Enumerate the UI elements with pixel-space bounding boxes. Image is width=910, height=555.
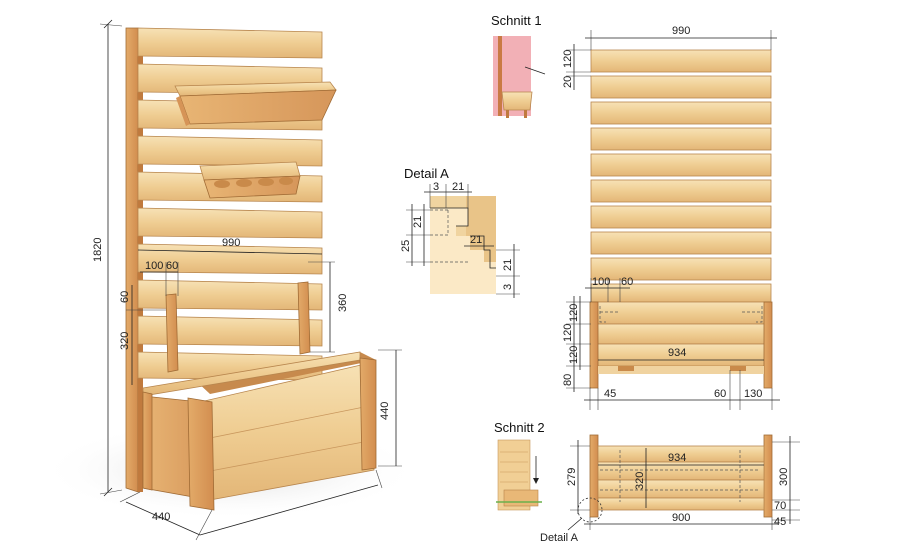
dim-depth-440: 440: [152, 511, 170, 523]
trellis-post: [125, 27, 139, 493]
front-dim-45: 45: [604, 388, 616, 400]
front-elevation: 990 120 20 100 60 120 120 120 80 934: [562, 25, 780, 410]
dim-right-360: 360: [337, 294, 349, 312]
dim-width-990: 990: [222, 237, 240, 249]
front-dim-60-bottom: 60: [714, 388, 726, 400]
section-2: Schnitt 2: [494, 420, 545, 511]
detail-dim-3-top: 3: [433, 181, 439, 193]
section-1: Schnitt 1: [491, 13, 546, 118]
plan-dim-279: 279: [566, 468, 578, 486]
front-dim-60: 60: [621, 276, 633, 288]
perspective-view: 1820 990 100 60 60 320 360 440 440: [40, 19, 420, 541]
detail-dim-3-right: 3: [502, 284, 514, 290]
front-dim-130: 130: [744, 388, 762, 400]
detail-dim-21-left: 21: [412, 216, 424, 228]
front-dim-100: 100: [592, 276, 610, 288]
front-dim-120-box-a: 120: [568, 304, 580, 322]
plan-dim-934: 934: [668, 452, 686, 464]
dim-post-100: 100: [145, 260, 163, 272]
detail-a: Detail A 3 21 21 25 21 21 3: [400, 166, 520, 298]
box-leg-front-right: [359, 357, 377, 471]
front-dim-990: 990: [672, 25, 690, 37]
box-leg-front-left: [187, 397, 215, 511]
dim-post-60: 60: [166, 260, 178, 272]
front-dim-934: 934: [668, 347, 686, 359]
section-1-title: Schnitt 1: [491, 13, 542, 28]
detail-dim-25-left: 25: [400, 240, 412, 252]
plan-view: Detail A 934 279 320 300 70 45 900: [540, 434, 800, 544]
dim-right-440: 440: [379, 402, 391, 420]
detail-dim-21-mid: 21: [470, 234, 482, 246]
front-dim-80-leg: 80: [562, 374, 574, 386]
trellis-slats: [137, 27, 323, 381]
plan-dim-320: 320: [634, 472, 646, 490]
perspective-dimensions: 1820 990 100 60 60 320 360 440 440: [92, 19, 402, 541]
front-dim-120-box-b: 120: [562, 324, 574, 342]
front-dim-20-gap: 20: [562, 76, 574, 88]
front-dim-120-slat: 120: [562, 50, 574, 68]
plan-dim-900: 900: [672, 512, 690, 524]
dim-left-60: 60: [119, 291, 131, 303]
detail-a-title: Detail A: [404, 166, 449, 181]
pot-holder-shelf: [199, 161, 301, 199]
plan-dim-45: 45: [774, 516, 786, 528]
dim-left-320: 320: [119, 332, 131, 350]
detail-a-callout: Detail A: [540, 532, 579, 544]
hanging-planter-box: [174, 81, 337, 126]
plan-dim-70: 70: [774, 500, 786, 512]
section-2-title: Schnitt 2: [494, 420, 545, 435]
planter-box: [142, 351, 377, 511]
dim-height-1820: 1820: [92, 238, 104, 262]
detail-dim-21-top: 21: [452, 181, 464, 193]
front-dim-120-box-c: 120: [568, 346, 580, 364]
front-box: [589, 301, 773, 389]
front-slats: [590, 49, 772, 303]
plan-dim-300: 300: [778, 468, 790, 486]
detail-dim-21-right: 21: [502, 259, 514, 271]
